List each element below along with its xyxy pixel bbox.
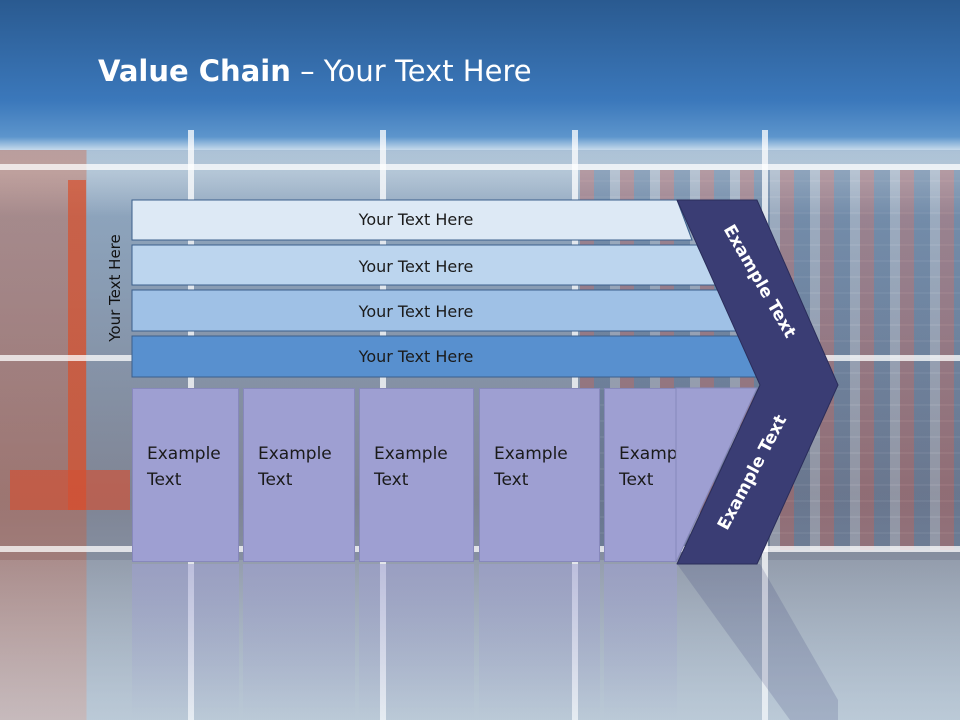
activity-3-line1: Example	[374, 444, 448, 464]
activity-5-tail	[675, 387, 758, 563]
activity-4-line2: Text	[494, 470, 529, 490]
margin-chevron	[676, 199, 839, 565]
title-rest: – Your Text Here	[290, 54, 532, 88]
support-bar-1-label: Your Text Here	[358, 210, 474, 229]
title-bold: Value Chain	[98, 54, 291, 88]
slide-title: Value Chain – Your Text Here	[98, 54, 532, 88]
support-bar-4-label: Your Text Here	[358, 347, 474, 366]
activity-reflection	[132, 564, 239, 720]
activity-4-line1: Example	[494, 444, 568, 464]
support-bar-3-label: Your Text Here	[358, 302, 474, 321]
photo-grid-line	[0, 164, 960, 170]
activity-2-line1: Example	[258, 444, 332, 464]
crane-silhouette	[20, 180, 140, 510]
activity-1-line2: Text	[147, 470, 182, 490]
activity-2-line2: Text	[258, 470, 293, 490]
activity-5-line1: Example	[619, 444, 693, 464]
crane-base	[10, 470, 130, 510]
support-bar-1	[131, 199, 693, 241]
activity-reflection	[243, 564, 355, 720]
activity-5-line2: Text	[619, 470, 654, 490]
activity-reflection	[359, 564, 474, 720]
chevron-reflection	[677, 564, 838, 720]
activity-reflection	[604, 564, 677, 720]
activity-reflection	[479, 564, 600, 720]
activity-1-line1: Example	[147, 444, 221, 464]
activity-3-line2: Text	[374, 470, 409, 490]
support-bar-2-label: Your Text Here	[358, 257, 474, 276]
